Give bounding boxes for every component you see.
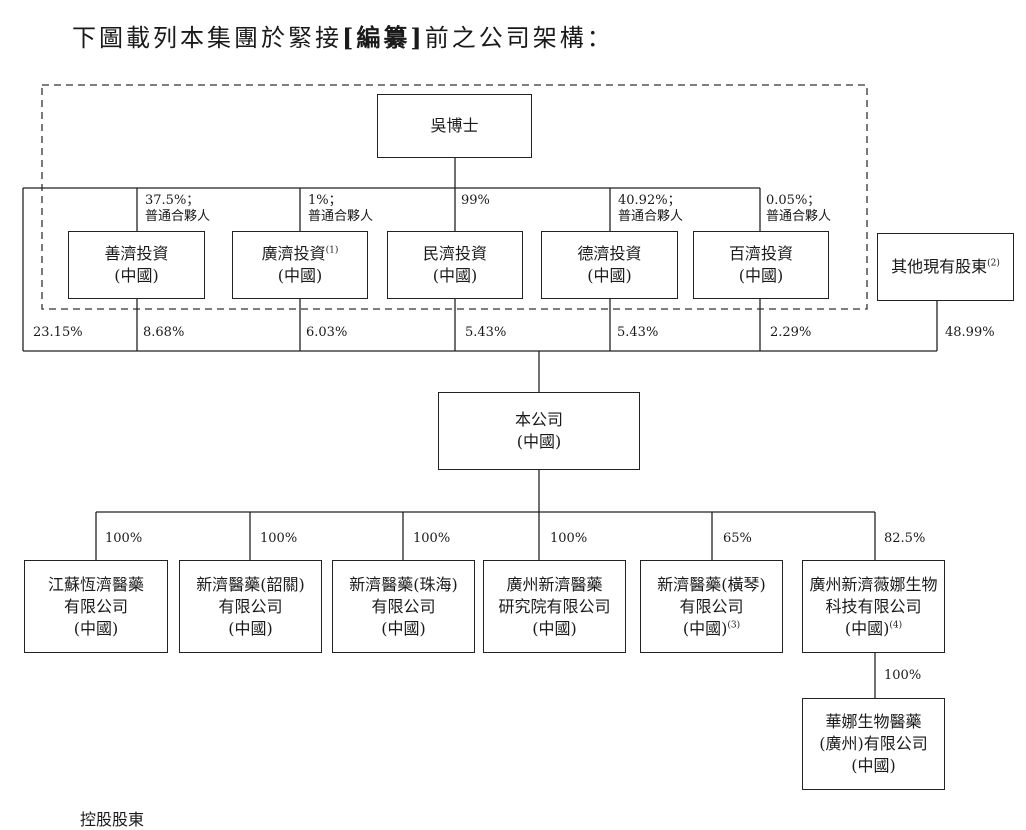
stake-label-deji: 5.43% [617,325,659,340]
subsidiary-box-institute: 廣州新濟醫藥研究院有限公司(中國) [483,560,626,653]
subsidiary-stake-label-shaoguan: 100% [260,531,298,546]
founder-box: 吳博士 [377,94,532,158]
subsidiary-box-zhuhai: 新濟醫藥(珠海)有限公司(中國) [332,560,475,653]
stake-label-baiji: 2.29% [770,325,812,340]
chart-title: 下圖載列本集團於緊接[編纂]前之公司架構： [72,23,614,52]
subsidiary-box-hengqin: 新濟醫藥(橫琴)有限公司(中國)(3) [640,560,783,653]
holding-vehicle-box-baiji: 百濟投資(中國) [693,231,829,299]
footer-heading: 控股股東 [80,810,145,829]
subsidiary-box-weina: 廣州新濟薇娜生物科技有限公司(中國)(4) [802,560,945,653]
subsidiary-box-shaoguan: 新濟醫藥(韶關)有限公司(中國) [179,560,322,653]
founder-stake-label-deji: 40.92%；普通合夥人 [618,193,684,224]
subsidiary-stake-label-institute: 100% [550,531,588,546]
stake-label-minji: 5.43% [465,325,507,340]
stake-label-founder-direct: 23.15% [33,325,83,340]
stake-label-shanji: 8.68% [143,325,185,340]
subsidiary-stake-label-hengqin: 65% [723,531,752,546]
stake-label-other-shareholders: 48.99% [945,325,995,340]
redaction-mark: [編纂] [342,23,425,52]
other-shareholders-box: 其他現有股東(2) [877,233,1014,301]
footnote-1: (1) [325,245,339,256]
founder-stake-label-guangji: 1%；普通合夥人 [308,193,374,224]
founder-stake-label-minji: 99% [461,193,490,208]
subsidiary-stake-label-weina: 82.5% [884,531,926,546]
sub-subsidiary-box: 華娜生物醫藥(廣州)有限公司(中國) [802,698,945,790]
subsidiary-box-jiangsu: 江蘇恆濟醫藥有限公司(中國) [24,560,168,653]
holding-vehicle-box-guangji: 廣濟投資(1)(中國) [232,231,368,299]
founder-group-border [41,84,868,310]
holding-vehicle-box-shanji: 善濟投資(中國) [68,231,205,299]
sub-subsidiary-stake-label: 100% [884,668,922,683]
footnote-2: (2) [987,258,1000,269]
founder-stake-label-shanji: 37.5%；普通合夥人 [145,193,211,224]
holding-vehicle-box-deji: 德濟投資(中國) [541,231,678,299]
founder-stake-label-baiji: 0.05%；普通合夥人 [766,193,832,224]
founder-name: 吳博士 [430,116,479,135]
stake-label-guangji: 6.03% [306,325,348,340]
footnote-3: (3) [727,620,741,631]
subsidiary-stake-label-zhuhai: 100% [413,531,451,546]
subsidiary-stake-label-jiangsu: 100% [105,531,143,546]
company-box: 本公司(中國) [438,392,640,470]
footnote-4: (4) [889,620,903,631]
holding-vehicle-box-minji: 民濟投資(中國) [387,231,523,299]
